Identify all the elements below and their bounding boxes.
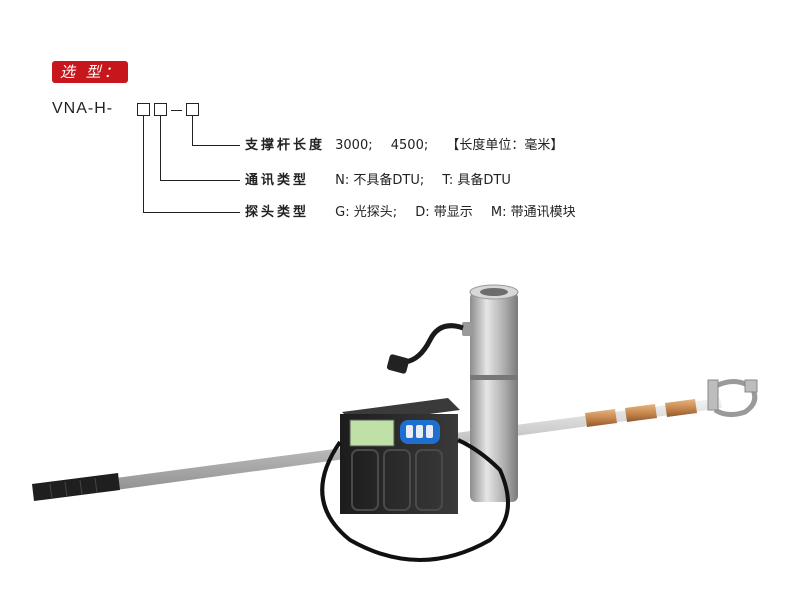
shoulder-strap xyxy=(320,438,510,562)
connector-length-vertical xyxy=(192,116,194,146)
option-value: M: 带通讯模块 xyxy=(490,205,576,220)
end-clamp xyxy=(707,379,758,418)
option-value: 3000; xyxy=(335,138,373,153)
connector-comm-horizontal xyxy=(160,180,240,182)
option-value: 【长度单位：毫米】 xyxy=(446,138,564,153)
selection-badge: 选 型： xyxy=(52,61,128,83)
connector-comm-vertical xyxy=(160,116,162,181)
option-row-comm: 通讯类型 N: 不具备DTU; T: 具备DTU xyxy=(245,172,525,190)
model-code-prefix: VNA-H- xyxy=(52,100,114,117)
placeholder-box-length xyxy=(186,103,199,116)
connector-probe-horizontal xyxy=(143,212,240,214)
option-row-length: 支撑杆长度 3000; 4500; 【长度单位：毫米】 xyxy=(245,137,577,155)
option-label: 通讯类型 xyxy=(245,173,310,188)
model-dash xyxy=(171,110,182,112)
option-row-probe: 探头类型 G: 光探头; D: 带显示 M: 带通讯模块 xyxy=(245,204,590,222)
option-value: T: 具备DTU xyxy=(442,173,511,188)
connector-probe-vertical xyxy=(143,116,145,213)
option-value: D: 带显示 xyxy=(415,205,473,220)
option-label: 支撑杆长度 xyxy=(245,138,326,153)
option-value: N: 不具备DTU; xyxy=(335,173,425,188)
product-illustration xyxy=(32,284,758,562)
device-screen xyxy=(349,419,395,447)
placeholder-box-comm xyxy=(154,103,167,116)
display-device xyxy=(340,398,460,514)
rod-handle-grip xyxy=(32,473,120,501)
placeholder-box-probe xyxy=(137,103,150,116)
copper-sleeves xyxy=(585,399,697,427)
option-value: 4500; xyxy=(390,138,429,153)
cylinder-probe xyxy=(462,284,519,502)
option-label: 探头类型 xyxy=(245,205,310,220)
option-value: G: 光探头; xyxy=(335,205,398,220)
connector-length-horizontal xyxy=(192,145,240,147)
probe-cable xyxy=(386,323,464,374)
